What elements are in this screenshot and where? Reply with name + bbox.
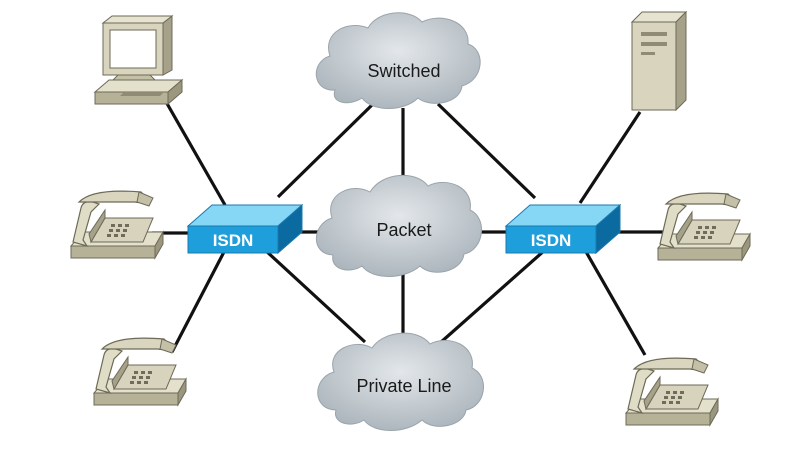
cloud-private-line: Private Line (317, 332, 484, 431)
link-switched-to-right-switch (436, 102, 537, 200)
telephone-icon (70, 190, 164, 259)
isdn-switch-label-left: ISDN (213, 231, 254, 250)
network-links (152, 99, 668, 356)
server-tower-icon (630, 10, 688, 112)
link-right-switch-to-server (578, 111, 642, 204)
cloud-label-packet: Packet (376, 220, 431, 240)
cloud-packet: Packet (316, 174, 482, 277)
cloud-switched: Switched (315, 12, 481, 109)
link-left-switch-to-switched (276, 103, 374, 199)
desktop-computer-icon (93, 14, 184, 106)
telephone-icon (657, 192, 751, 261)
link-right-switch-to-phone4 (583, 249, 647, 356)
telephone-icon (625, 357, 719, 426)
isdn-switch-label-right: ISDN (531, 231, 572, 250)
link-private-to-right-switch (438, 248, 547, 345)
link-left-switch-to-private (263, 248, 367, 344)
isdn-switch-left: ISDN (186, 203, 304, 255)
link-phone2-to-left-switch (170, 249, 227, 353)
cloud-label-private-line: Private Line (356, 376, 451, 396)
telephone-icon (93, 337, 187, 406)
link-computer-to-left-switch (163, 99, 227, 206)
isdn-switch-right: ISDN (504, 203, 622, 255)
cloud-label-switched: Switched (367, 61, 440, 81)
